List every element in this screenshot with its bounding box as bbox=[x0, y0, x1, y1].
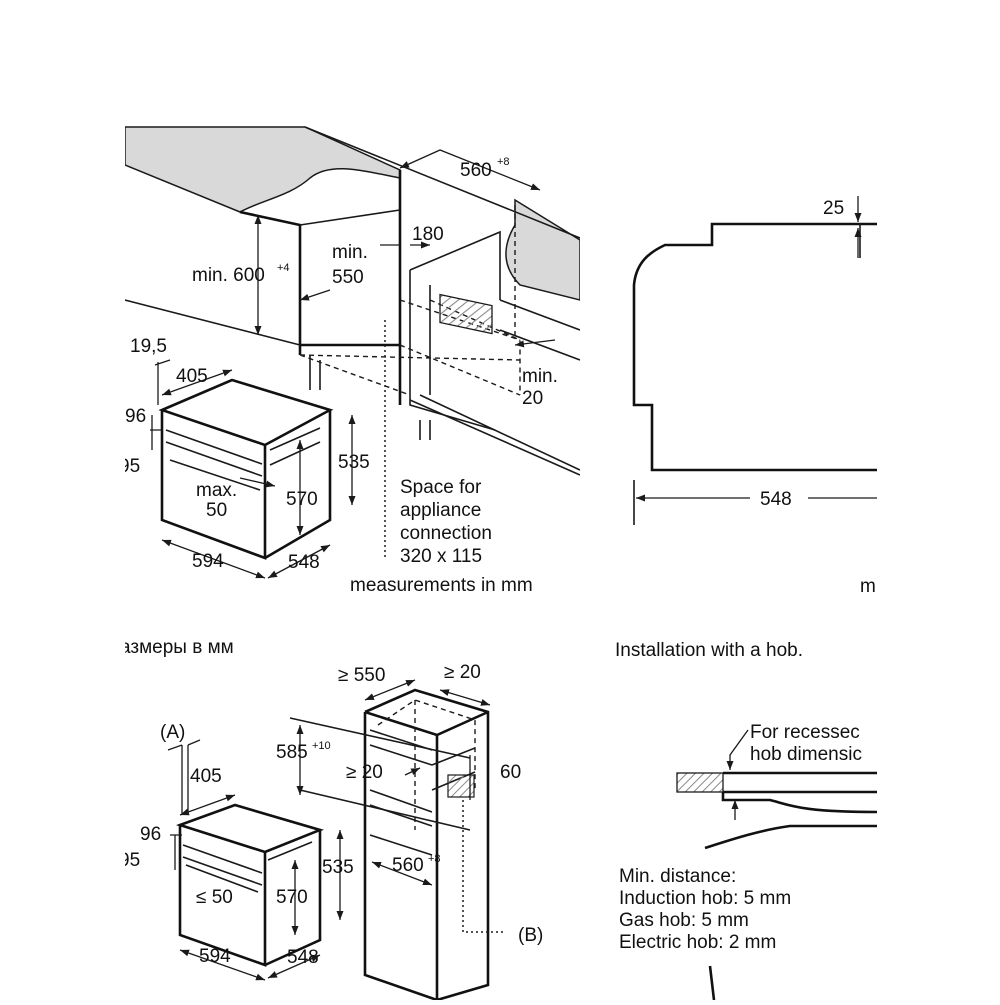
space-note-line-4: 320 x 115 bbox=[400, 546, 482, 567]
countertop-left bbox=[125, 126, 401, 213]
dim-60-label: 60 bbox=[500, 762, 521, 783]
dim-96-label: 96 bbox=[125, 406, 146, 427]
hob-installation-title: Installation with a hob. bbox=[615, 640, 803, 661]
dim-min-600-label: min. 600 bbox=[192, 265, 265, 286]
dim-180-label: 180 bbox=[412, 224, 444, 245]
dim-548-side-label: 548 bbox=[760, 489, 792, 510]
dim-594-label: 594 bbox=[192, 551, 224, 572]
gas-hob-distance: Gas hob: 5 mm bbox=[619, 910, 749, 931]
oven-body bbox=[158, 378, 334, 560]
oven-top-profile bbox=[704, 824, 877, 850]
max-50-label: 50 bbox=[206, 500, 227, 521]
dim-560-label: 560 bbox=[460, 160, 492, 181]
dim-min-20-label: 20 bbox=[522, 388, 543, 409]
electric-hob-distance: Electric hob: 2 mm bbox=[619, 932, 776, 953]
panel-hob-installation: Installation with a hob. For recessec ho… bbox=[615, 640, 877, 1000]
panel-tall-unit-installation: азмеры в мм (A) 405 96 95 535 ≤ 50 bbox=[119, 637, 543, 1000]
dim-405-lower-label: 405 bbox=[190, 766, 222, 787]
max-label: max. bbox=[196, 480, 237, 501]
label-a: (A) bbox=[160, 722, 185, 743]
hob-profile bbox=[721, 771, 877, 814]
russian-measurements-header: азмеры в мм bbox=[120, 637, 234, 658]
dim-585-superscript: +10 bbox=[312, 740, 331, 752]
dim-594-lower-label: 594 bbox=[199, 946, 231, 967]
space-note-line-1: Space for bbox=[400, 477, 482, 498]
dim-560-superscript: +8 bbox=[497, 156, 510, 168]
induction-hob-distance: Induction hob: 5 mm bbox=[619, 888, 791, 909]
dim-25-label: 25 bbox=[823, 198, 844, 219]
connection-box-hatched bbox=[439, 293, 493, 335]
dim-19-5-label: 19,5 bbox=[130, 336, 167, 357]
panel-side-section: 25 548 m bbox=[632, 196, 877, 597]
space-note-line-3: connection bbox=[400, 523, 492, 544]
recess-note-line-1: For recessec bbox=[750, 722, 860, 743]
dim-548-label: 548 bbox=[288, 552, 320, 573]
dim-570-label: 570 bbox=[286, 489, 318, 510]
space-note-line-2: appliance bbox=[400, 500, 481, 521]
dim-560-lower-superscript: +8 bbox=[428, 853, 441, 865]
measurements-note: measurements in mm bbox=[350, 575, 533, 596]
tall-cabinet bbox=[363, 688, 490, 1000]
dim-548-lower-label: 548 bbox=[287, 947, 319, 968]
dim-96-lower-label: 96 bbox=[140, 824, 161, 845]
partial-measurements-text: m bbox=[860, 576, 876, 597]
dim-535-label: 535 bbox=[338, 452, 370, 473]
le-50-label: ≤ 50 bbox=[196, 887, 233, 908]
recess-note-line-2: hob dimensic bbox=[750, 744, 862, 765]
dim-min-20-prefix: min. bbox=[522, 366, 558, 387]
oven-body-lower bbox=[175, 803, 324, 967]
dim-535-lower-label: 535 bbox=[322, 857, 354, 878]
ge-20-top-label: ≥ 20 bbox=[444, 662, 481, 683]
oven-side-profile bbox=[632, 222, 877, 472]
dim-560-lower-label: 560 bbox=[392, 855, 424, 876]
dim-min-550-prefix: min. bbox=[332, 242, 368, 263]
min-distance-title: Min. distance: bbox=[619, 866, 736, 887]
dim-550-label: 550 bbox=[332, 267, 364, 288]
connection-box-hatched-tall bbox=[447, 774, 475, 798]
ge-550-label: ≥ 550 bbox=[338, 665, 385, 686]
dim-585-label: 585 bbox=[276, 742, 308, 763]
dim-95-label: 95 bbox=[119, 456, 140, 477]
panel-under-counter-installation: 560 +8 min. 600 +4 min. 550 180 min. 20 … bbox=[119, 126, 580, 596]
countertop-section-hatched bbox=[676, 772, 724, 793]
ge-20-mid-label: ≥ 20 bbox=[346, 762, 383, 783]
dim-570-lower-label: 570 bbox=[276, 887, 308, 908]
countertop-right bbox=[505, 198, 580, 301]
label-b: (B) bbox=[518, 925, 543, 946]
dim-95-lower-label: 95 bbox=[119, 850, 140, 871]
dim-min-600-superscript: +4 bbox=[277, 262, 290, 274]
dim-405-label: 405 bbox=[176, 366, 208, 387]
